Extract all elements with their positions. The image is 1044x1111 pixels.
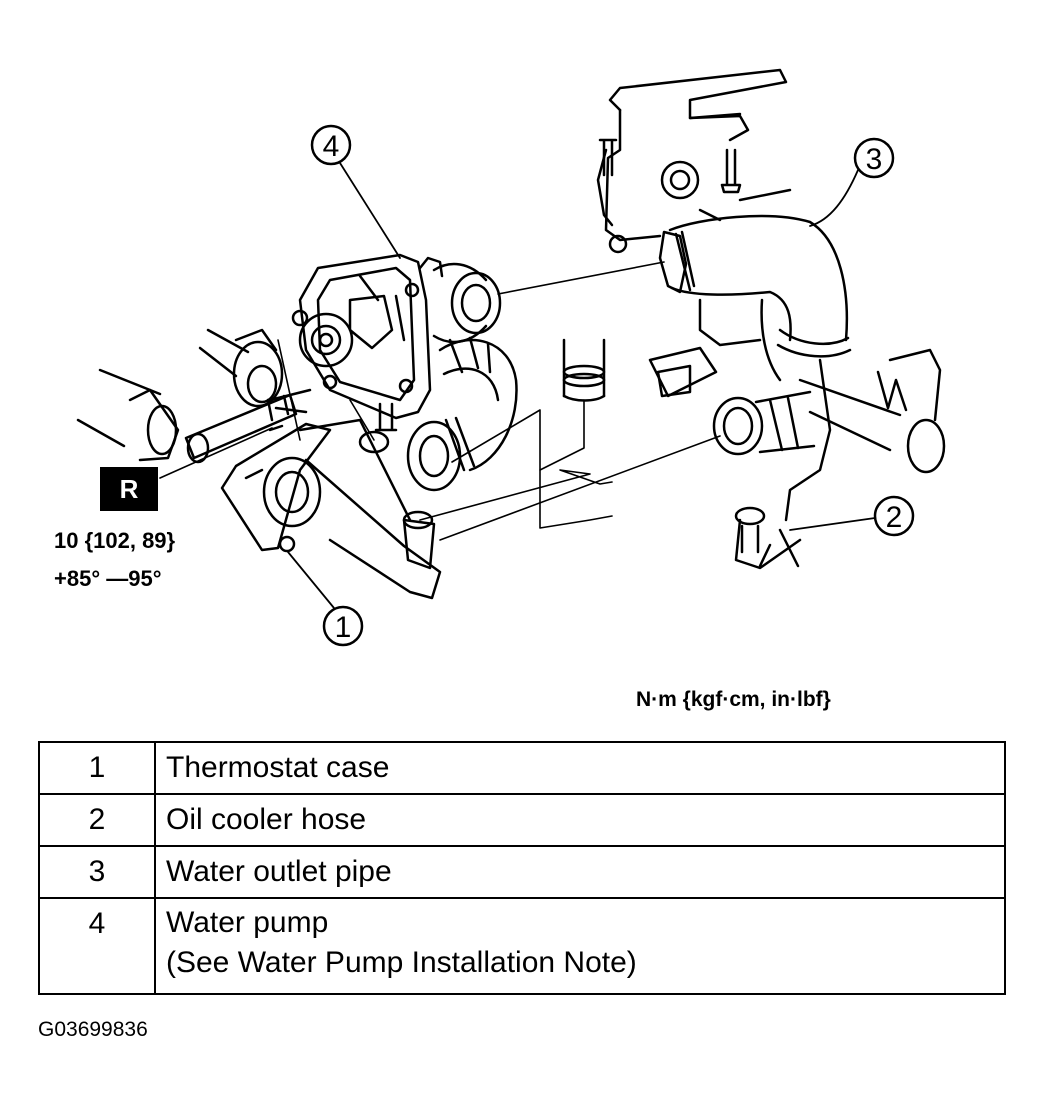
part-description: Water pump (See Water Pump Installation …: [154, 897, 1006, 995]
table-row: 2 Oil cooler hose: [38, 793, 1006, 847]
water-pump-drawing: [291, 253, 432, 432]
callout-4: 4: [310, 124, 401, 259]
callout-1-label: 1: [335, 611, 352, 644]
table-row: 1 Thermostat case: [38, 741, 1006, 795]
callout-4-label: 4: [323, 130, 340, 163]
callout-3: 3: [809, 137, 895, 227]
part-description: Oil cooler hose: [154, 793, 1006, 847]
parts-legend-table: 1 Thermostat case 2 Oil cooler hose 3 Wa…: [38, 741, 1006, 995]
part-number: 2: [38, 793, 156, 847]
oil-cooler-hose-drawing: [734, 506, 802, 570]
part-description-line1: Water pump: [166, 906, 329, 939]
thermostat-case-drawing: [220, 394, 442, 600]
left-pipe-drawing: [76, 328, 312, 464]
callout-1: 1: [287, 551, 364, 647]
torque-value: 10 {102, 89}: [54, 528, 176, 553]
units-label: N·m {kgf·cm, in·lbf}: [636, 688, 831, 711]
part-description: Thermostat case: [154, 741, 1006, 795]
torque-angle: +85° —95°: [54, 566, 162, 591]
alignment-lines: [159, 261, 721, 541]
exploded-parts-drawing: 4 3 2 1: [76, 68, 946, 647]
callout-3-label: 3: [866, 143, 883, 176]
part-description: Water outlet pipe: [154, 845, 1006, 899]
part-description-line2: (See Water Pump Installation Note): [166, 946, 637, 979]
figure-code: G03699836: [38, 1018, 148, 1041]
part-number: 4: [38, 897, 156, 995]
engine-block-drawing: [596, 68, 792, 254]
table-row: 3 Water outlet pipe: [38, 845, 1006, 899]
thermostat-drawing: [358, 338, 606, 454]
part-number: 3: [38, 845, 156, 899]
water-outlet-pipe-drawing: [648, 214, 946, 522]
callout-2: 2: [789, 495, 915, 537]
pump-hoses-drawing: [406, 256, 518, 492]
part-number: 1: [38, 741, 156, 795]
table-row: 4 Water pump (See Water Pump Installatio…: [38, 897, 1006, 995]
torque-spec-badge: R: [100, 467, 158, 511]
callout-2-label: 2: [886, 501, 903, 534]
